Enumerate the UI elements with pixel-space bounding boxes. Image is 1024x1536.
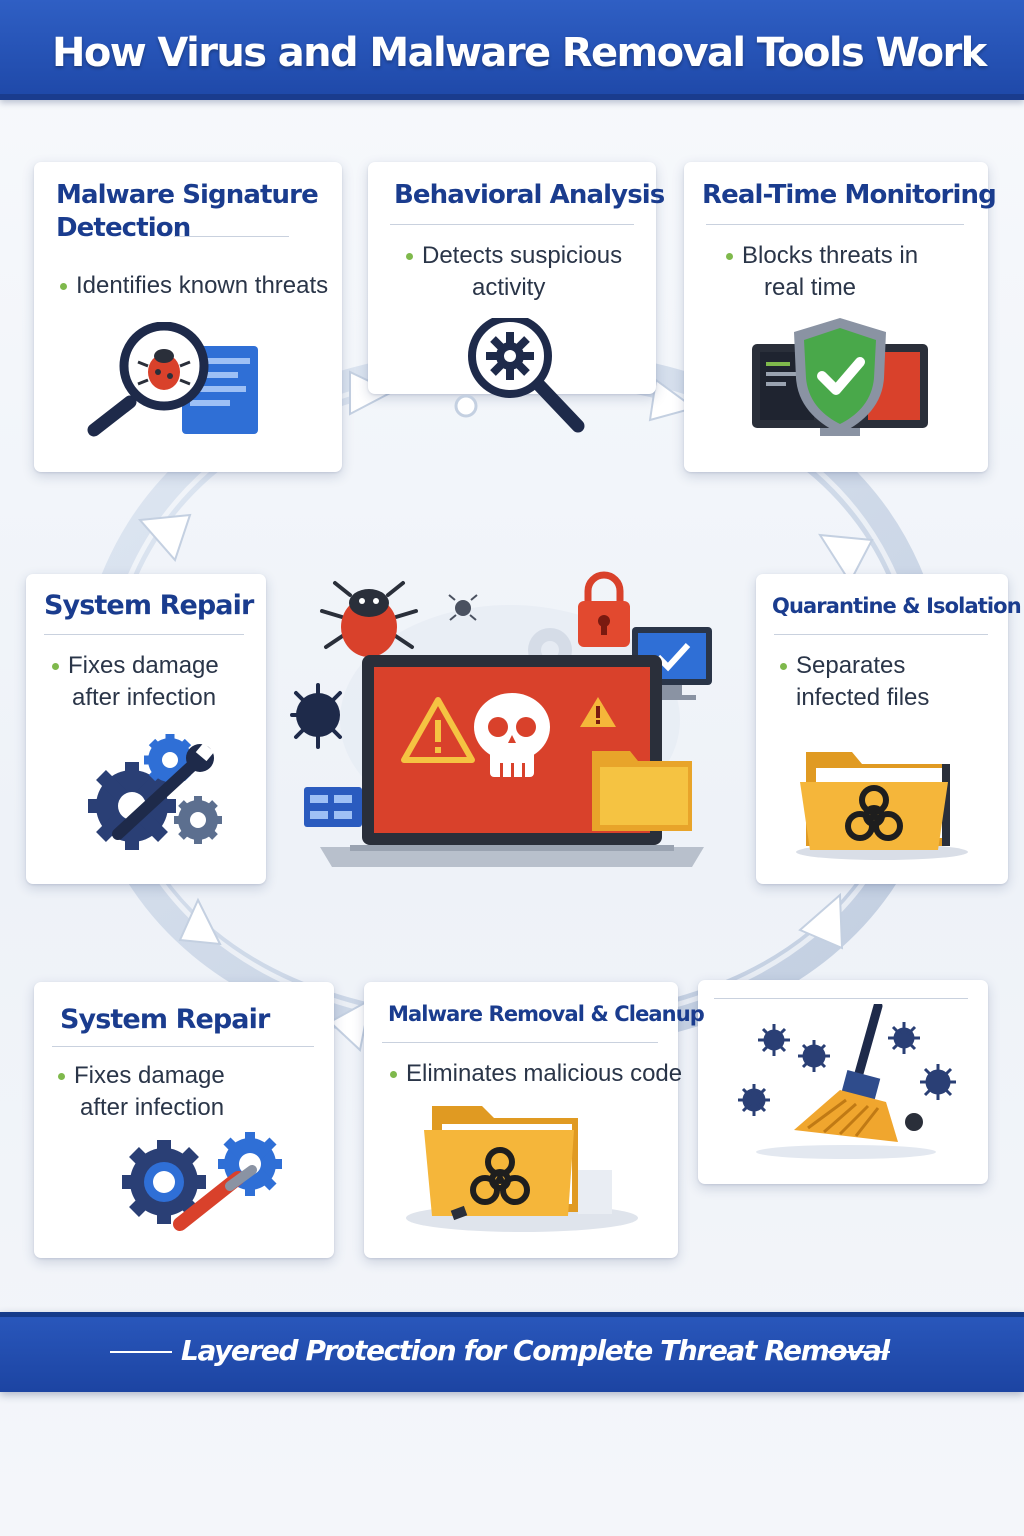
arrowhead-7 [137, 513, 192, 562]
card-title: Behavioral Analysis [394, 180, 665, 210]
bullet-text: Fixes damage [68, 652, 219, 679]
card-bullet: Blocks threats in [726, 240, 919, 272]
bullet-dot [780, 663, 787, 670]
card-divider [774, 634, 988, 635]
bullet-dot [58, 1073, 65, 1080]
card-divider [382, 1042, 658, 1043]
lock-icon [578, 571, 630, 647]
card-title: Quarantine & Isolation [772, 594, 1022, 618]
bullet-dot [726, 253, 733, 260]
step-card-system-repair: System Repair Fixes damage after infecti… [26, 574, 266, 884]
step-card-cleanup-illustration [698, 980, 988, 1184]
bullet-text: Separates [796, 652, 906, 679]
card-divider [706, 224, 964, 225]
warning-triangle-icon [401, 697, 475, 763]
page-title: How Virus and Malware Removal Tools Work [52, 30, 987, 76]
virus-icon [290, 683, 342, 749]
folder-icon [592, 751, 692, 831]
broom-cleanup-icon [738, 1004, 956, 1159]
card-title: Malware Removal & Cleanup [388, 1002, 705, 1026]
virus-particles [738, 1022, 956, 1116]
magnifier-bug-icon [87, 322, 258, 437]
small-bug-icon [448, 594, 478, 621]
step-card-malware-removal: Malware Removal & Cleanup Eliminates mal… [364, 982, 705, 1258]
card-bullet-line2: after infection [72, 684, 217, 711]
card-bullet-line2: infected files [796, 684, 930, 711]
card-title: System Repair [44, 590, 254, 621]
card-title: Malware Signature [56, 180, 319, 210]
bullet-dot [60, 283, 67, 290]
gears-wrench-icon [122, 1132, 282, 1231]
bullet-text: Fixes damage [74, 1062, 225, 1089]
arrowhead-3 [818, 533, 874, 584]
card-divider [174, 236, 289, 237]
skull-icon [474, 693, 550, 777]
footer-line-right [828, 1351, 890, 1353]
biohazard-folder-icon [796, 752, 968, 860]
bullet-text: Identifies known threats [76, 272, 329, 299]
card-bullet-line2: activity [472, 274, 546, 301]
arrowhead-2 [648, 378, 697, 422]
shield-check-icon [752, 318, 928, 436]
card-divider [52, 1046, 314, 1047]
step-card-quarantine: Quarantine & Isolation Separates infecte… [756, 574, 1022, 884]
footer-rule [0, 1312, 1024, 1317]
card-title: System Repair [60, 1004, 270, 1035]
footer-line-left [110, 1351, 172, 1353]
card-bullet-line2: real time [764, 274, 857, 301]
card-divider [390, 224, 634, 225]
biohazard-folder-icon [406, 1106, 638, 1232]
server-icon [304, 787, 362, 827]
bullet-text: Detects suspicious [422, 242, 623, 269]
card-bullet: Fixes damage [52, 650, 219, 682]
magnifier-gear-icon [454, 318, 585, 433]
card-bullet-line2: after infection [80, 1094, 225, 1121]
card-divider [714, 998, 968, 999]
gears-wrench-icon [88, 734, 222, 850]
header-rule [0, 94, 1024, 100]
step-card-system-repair-bottom: System Repair Fixes damage after infecti… [34, 982, 334, 1258]
card-bullet: Identifies known threats [60, 270, 329, 302]
infected-laptop-icon [290, 571, 712, 867]
card-divider [44, 634, 244, 635]
footer-tagline: Layered Protection for Complete Threat R… [181, 1334, 890, 1367]
card-bullet: Separates [780, 650, 906, 682]
step-card-signature-detection: Malware Signature Detection Identifies k… [34, 162, 342, 472]
bullet-dot [52, 663, 59, 670]
card-bullet: Detects suspicious [406, 240, 623, 272]
bullet-text: Blocks threats in [742, 242, 919, 269]
bullet-dot [390, 1071, 397, 1078]
card-bullet: Eliminates malicious code [390, 1058, 683, 1090]
bug-icon [320, 581, 418, 657]
header-banner: How Virus and Malware Removal Tools Work [0, 0, 1024, 100]
arrowhead-4 [798, 892, 844, 950]
warning-small-icon [580, 697, 616, 727]
card-title-line2: Detection [56, 213, 191, 243]
step-card-real-time-monitoring: Real-Time Monitoring Blocks threats in r… [684, 162, 997, 472]
bullet-text: Eliminates malicious code [406, 1060, 683, 1087]
arrowhead-6 [178, 897, 222, 946]
card-title: Real-Time Monitoring [702, 180, 997, 210]
footer-banner: Layered Protection for Complete Threat R… [0, 1312, 1024, 1392]
bullet-dot [406, 253, 413, 260]
card-bullet: Fixes damage [58, 1060, 225, 1092]
